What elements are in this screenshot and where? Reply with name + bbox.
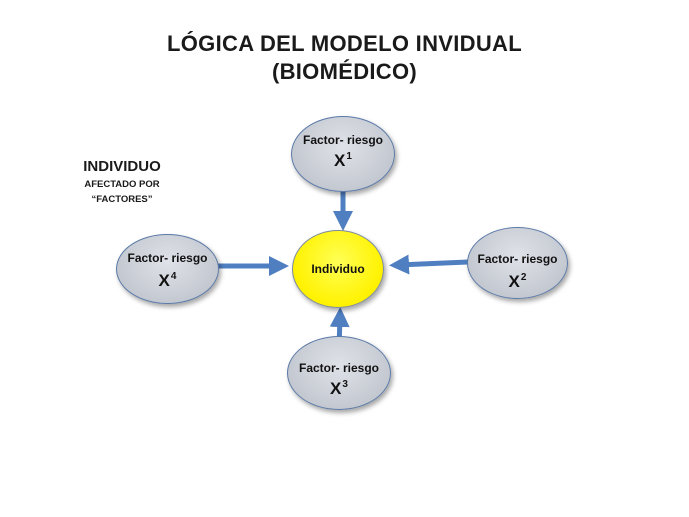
factor-node-right: Factor- riesgo X2: [467, 227, 568, 299]
factor-variable: X1: [334, 151, 352, 170]
side-note-line-2: “FACTORES”: [91, 194, 153, 205]
arrow-from-right: [389, 254, 469, 275]
factor-variable: X4: [158, 271, 177, 290]
side-note-line-1: AFECTADO POR: [84, 179, 160, 190]
slide-title: LÓGICA DEL MODELO INVIDUAL (BIOMÉDICO): [0, 30, 689, 86]
title-line-2: (BIOMÉDICO): [271, 59, 418, 84]
center-node-individuo: Individuo: [292, 230, 384, 308]
side-note: INDIVIDUO AFECTADO POR “FACTORES”: [70, 158, 174, 206]
factor-label: Factor- riesgo: [127, 251, 208, 265]
factor-label: Factor- riesgo: [477, 252, 558, 266]
factor-variable: X3: [330, 379, 348, 398]
factor-node-top: Factor- riesgo X1: [291, 116, 395, 192]
side-note-heading: INDIVIDUO: [83, 158, 161, 175]
factor-label: Factor- riesgo: [298, 361, 379, 375]
factor-variable: X2: [508, 272, 527, 291]
center-label: Individuo: [311, 262, 365, 276]
factor-node-bottom: Factor- riesgo X3: [287, 336, 391, 410]
factor-node-left: Factor- riesgo X4: [116, 234, 219, 304]
factor-label: Factor- riesgo: [302, 133, 383, 147]
title-line-1: LÓGICA DEL MODELO INVIDUAL: [167, 31, 522, 56]
